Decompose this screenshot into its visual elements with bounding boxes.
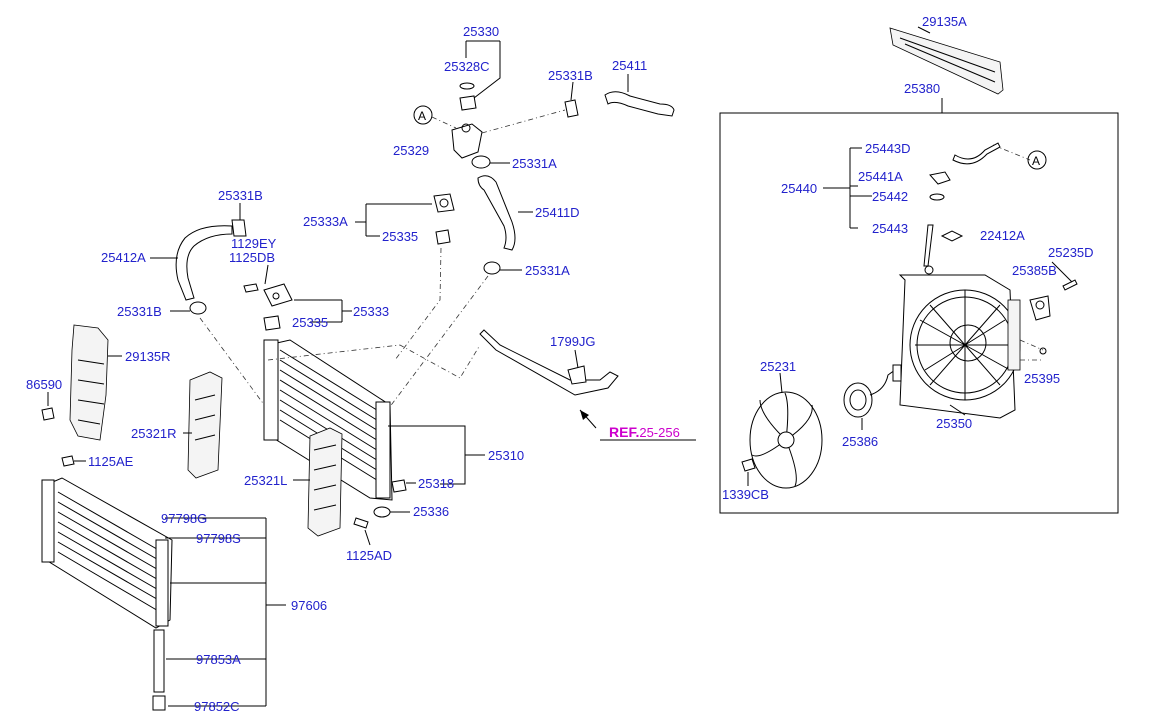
label-29135A: 29135A — [922, 14, 967, 29]
clip-25331B-low — [189, 301, 207, 315]
hose-25412A — [175, 225, 233, 301]
fan-blade-25231 — [749, 391, 823, 489]
bolt-1125AE — [61, 455, 75, 467]
label-25333: 25333 — [353, 304, 389, 319]
filler-neck-25329 — [451, 123, 483, 159]
pipe-bundle-1799JG — [479, 329, 619, 396]
label-97798S: 97798S — [196, 531, 241, 546]
bushing-25335-a — [435, 229, 451, 245]
marker-a-left: A — [418, 109, 426, 123]
label-1339CB: 1339CB — [722, 487, 769, 502]
seal-25328C — [459, 82, 475, 90]
mount-25333A — [433, 193, 455, 213]
label-25333A: 25333A — [303, 214, 348, 229]
label-25331B-left: 25331B — [218, 188, 263, 203]
label-25335-a: 25335 — [382, 229, 418, 244]
label-25412A: 25412A — [101, 250, 146, 265]
bolt-1125AD — [353, 517, 369, 529]
bolt-25235D — [1062, 279, 1078, 291]
label-25235D: 25235D — [1048, 245, 1094, 260]
label-97798G: 97798G — [161, 511, 207, 526]
label-25321R: 25321R — [131, 426, 177, 441]
condenser-97606 — [41, 477, 173, 629]
label-97852C: 97852C — [194, 699, 240, 714]
bolt-1125DB — [243, 283, 259, 293]
label-25411D: 25411D — [535, 205, 580, 220]
air-guard-25321L — [307, 427, 343, 537]
reservoir-hose-25443D — [952, 142, 1001, 165]
nut-1339CB — [741, 458, 756, 472]
label-97606: 97606 — [291, 598, 327, 613]
label-25442: 25442 — [872, 189, 908, 204]
label-25350: 25350 — [936, 416, 972, 431]
clip-25331B-top — [564, 99, 579, 118]
ref-prefix: REF. — [609, 424, 639, 440]
clip-25395 — [1039, 347, 1047, 355]
side-shield-29135R — [69, 324, 109, 441]
hose-25443 — [923, 224, 934, 267]
cap-25441A — [929, 171, 951, 185]
receiver-drier-97853A — [153, 629, 165, 693]
label-25331B-low: 25331B — [117, 304, 162, 319]
upper-shroud-29135A — [889, 26, 1004, 95]
label-25321L: 25321L — [244, 473, 287, 488]
label-25411: 25411 — [612, 58, 647, 73]
label-1125DB: 1125DB — [229, 250, 275, 265]
seal-25442 — [929, 193, 945, 201]
label-25440: 25440 — [781, 181, 817, 196]
label-22412A: 22412A — [980, 228, 1025, 243]
label-25331A-mid: 25331A — [525, 263, 570, 278]
label-1799JG: 1799JG — [550, 334, 596, 349]
label-25331B-top: 25331B — [548, 68, 593, 83]
label-1125AE: 1125AE — [88, 454, 134, 469]
label-25443: 25443 — [872, 221, 908, 236]
fan-motor-25386 — [843, 364, 902, 418]
label-25310: 25310 — [488, 448, 524, 463]
ref-number: 25-256 — [639, 425, 679, 440]
bracket-25333 — [263, 283, 293, 307]
ref-label[interactable]: REF.25-256 — [609, 424, 680, 440]
label-25443D: 25443D — [865, 141, 911, 156]
label-25386: 25386 — [842, 434, 878, 449]
label-25395: 25395 — [1024, 371, 1060, 386]
label-1125AD: 1125AD — [346, 548, 392, 563]
plug-97852C — [152, 695, 166, 711]
clip-25331A-mid — [483, 261, 501, 275]
label-25318: 25318 — [418, 476, 454, 491]
label-97853A: 97853A — [196, 652, 241, 667]
label-25385B: 25385B — [1012, 263, 1057, 278]
clip-22412A — [940, 230, 964, 242]
clip-25331A-top — [471, 155, 491, 169]
label-86590: 86590 — [26, 377, 62, 392]
bushing-25335-b — [263, 315, 281, 331]
label-25336: 25336 — [413, 504, 449, 519]
label-1129EY: 1129EY — [231, 236, 277, 251]
air-guard-25321R — [187, 371, 223, 479]
fan-assembly-frame — [719, 112, 1119, 514]
label-25331A-top: 25331A — [512, 156, 557, 171]
label-25330: 25330 — [463, 24, 499, 39]
cap-25336 — [373, 506, 391, 518]
bolt-86590 — [41, 407, 55, 421]
clip-25331B-left — [231, 219, 247, 237]
label-25231: 25231 — [760, 359, 796, 374]
label-25380: 25380 — [904, 81, 940, 96]
label-29135R: 29135R — [125, 349, 171, 364]
cap-25330 — [459, 95, 477, 111]
hose-25411D — [477, 175, 516, 251]
label-25329: 25329 — [393, 143, 429, 158]
label-25328C: 25328C — [444, 59, 490, 74]
label-25441A: 25441A — [858, 169, 903, 184]
fan-shroud-25350 — [898, 265, 1021, 419]
hose-25411 — [604, 91, 675, 117]
drain-plug-25318 — [391, 479, 407, 493]
marker-a-right: A — [1032, 154, 1040, 168]
bracket-25385B — [1029, 295, 1051, 321]
label-25335-b: 25335 — [292, 315, 328, 330]
